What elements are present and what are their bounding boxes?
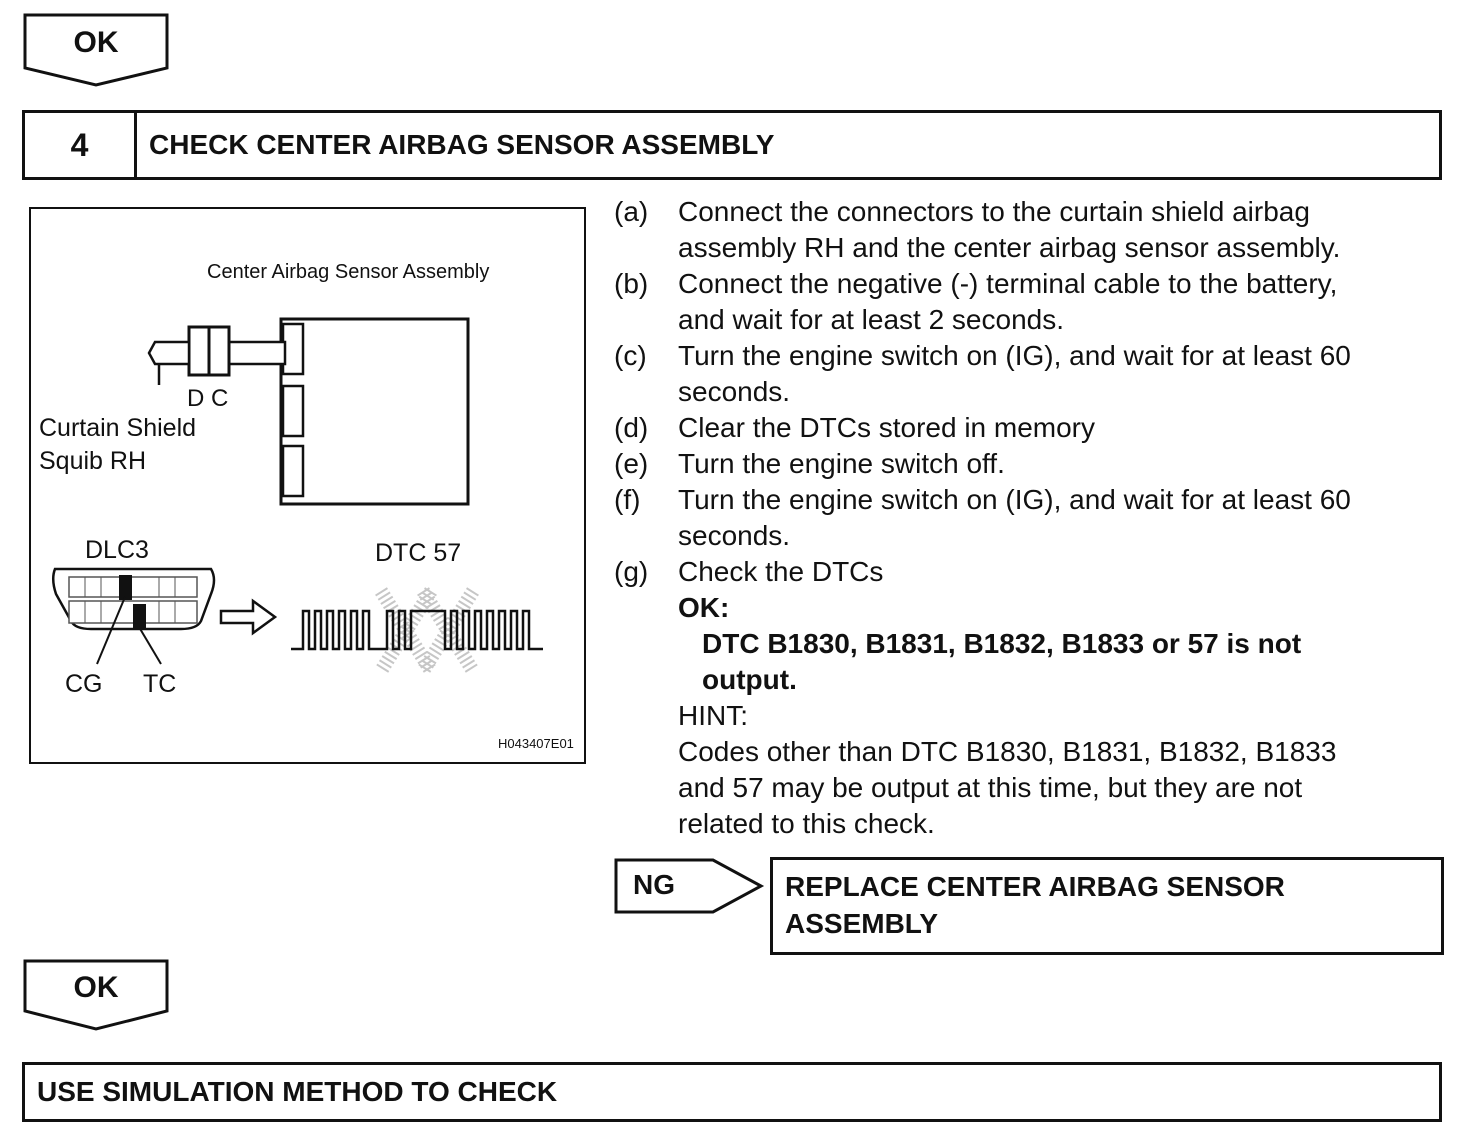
instruction-label: (b)	[614, 268, 649, 299]
squib-label-line1: Curtain Shield	[39, 414, 197, 442]
instruction-text: Turn the engine switch on (IG), and wait…	[678, 484, 1351, 515]
squib-label-line2: Squib RH	[39, 447, 146, 475]
ng-label: NG	[633, 869, 675, 900]
blink-x-marks	[375, 587, 479, 675]
cg-label: CG	[65, 670, 103, 698]
sensor-port-3	[281, 444, 305, 498]
hint-heading: HINT:	[678, 700, 748, 731]
final-step-title: USE SIMULATION METHOD TO CHECK	[37, 1076, 558, 1107]
instruction-c: (c) Turn the engine switch on (IG), and …	[614, 338, 1454, 410]
replace-line2: ASSEMBLY	[785, 908, 939, 939]
instruction-label: (a)	[614, 196, 649, 227]
ok-result-line1: DTC B1830, B1831, B1832, B1833 or 57 is …	[702, 628, 1302, 659]
down-arrow-icon	[23, 13, 169, 87]
cg-leader-line	[96, 596, 126, 665]
instruction-text: Connect the connectors to the curtain sh…	[678, 196, 1310, 227]
final-step-box: USE SIMULATION METHOD TO CHECK	[22, 1062, 1442, 1122]
instruction-d: (d) Clear the DTCs stored in memory	[614, 410, 1454, 446]
dtc-waveform	[291, 609, 543, 651]
dlc3-label: DLC3	[85, 536, 149, 564]
ok-label-bottom: OK	[73, 971, 119, 1004]
instruction-b: (b) Connect the negative (-) terminal ca…	[614, 266, 1454, 338]
right-arrow-icon	[614, 858, 765, 914]
instruction-f: (f) Turn the engine switch on (IG), and …	[614, 482, 1454, 554]
instruction-text: Check the DTCs	[678, 556, 884, 587]
instruction-text: seconds.	[678, 520, 791, 551]
instruction-text: and wait for at least 2 seconds.	[678, 304, 1064, 335]
instruction-text: Clear the DTCs stored in memory	[678, 412, 1096, 443]
diagram-drawing	[52, 317, 543, 675]
instruction-label: (g)	[614, 556, 649, 587]
diagram-figure: Center Airbag Sensor Assembly D C Curtai…	[29, 207, 586, 764]
instruction-text: assembly RH and the center airbag sensor…	[678, 232, 1341, 263]
instruction-g: (g) Check the DTCs	[614, 554, 1454, 590]
step-number: 4	[25, 113, 137, 177]
instruction-text: Turn the engine switch on (IG), and wait…	[678, 340, 1351, 371]
instruction-label: (d)	[614, 412, 649, 443]
ok-result-heading: OK:	[678, 592, 730, 623]
replace-action-box: REPLACE CENTER AIRBAG SENSOR ASSEMBLY	[770, 857, 1444, 955]
down-arrow-icon	[23, 959, 169, 1031]
dlc3-connector	[52, 567, 216, 665]
figure-id: H043407E01	[498, 736, 574, 751]
dtc-57-label: DTC 57	[375, 539, 462, 567]
ng-arrow: NG	[613, 857, 765, 915]
connector-dc-label: D C	[187, 385, 229, 412]
instruction-text: seconds.	[678, 376, 791, 407]
sensor-body	[279, 317, 470, 506]
ok-result-line2: output.	[702, 664, 797, 695]
squib-plug	[147, 340, 191, 366]
instruction-label: (c)	[614, 340, 647, 371]
instruction-text: Connect the negative (-) terminal cable …	[678, 268, 1338, 299]
sensor-port-2	[281, 384, 305, 438]
connector-d	[187, 325, 211, 377]
hint-text: and 57 may be output at this time, but t…	[678, 772, 1303, 803]
connector-c	[207, 325, 231, 377]
right-arrow-icon	[219, 598, 278, 636]
instruction-text: Turn the engine switch off.	[678, 448, 1005, 479]
tc-terminal	[133, 604, 146, 628]
instruction-a: (a) Connect the connectors to the curtai…	[614, 194, 1454, 266]
step-title: CHECK CENTER AIRBAG SENSOR ASSEMBLY	[149, 129, 775, 160]
instruction-label: (f)	[614, 484, 641, 515]
ok-arrow-bottom: OK	[22, 958, 170, 1032]
hint-text: Codes other than DTC B1830, B1831, B1832…	[678, 736, 1337, 767]
tc-leader-line	[138, 626, 162, 665]
sensor-assembly-label: Center Airbag Sensor Assembly	[207, 261, 490, 283]
hint-text: related to this check.	[678, 808, 935, 839]
step-header: 4 CHECK CENTER AIRBAG SENSOR ASSEMBLY	[22, 110, 1442, 180]
instruction-e: (e) Turn the engine switch off.	[614, 446, 1454, 482]
instruction-list: (a) Connect the connectors to the curtai…	[614, 194, 1454, 842]
harness-wire	[227, 340, 287, 366]
tc-label: TC	[143, 670, 177, 698]
ok-arrow-top: OK	[22, 12, 170, 88]
ok-label-top: OK	[73, 26, 119, 59]
instruction-label: (e)	[614, 448, 649, 479]
cg-terminal	[119, 575, 132, 600]
replace-line1: REPLACE CENTER AIRBAG SENSOR	[785, 871, 1285, 902]
